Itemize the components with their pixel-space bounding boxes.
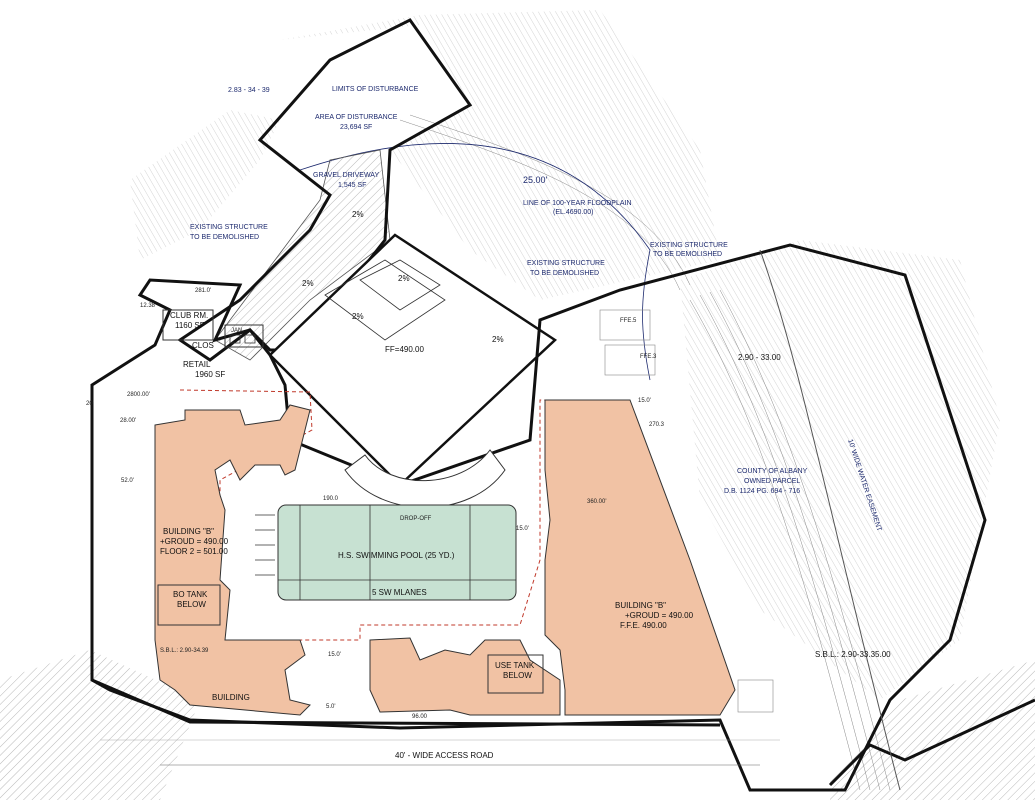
bo-tank-label-2: BELOW bbox=[177, 600, 206, 609]
slope-label-5: 2% bbox=[492, 335, 504, 344]
floodplain-label-1: LINE OF 100-YEAR FLOODPLAIN bbox=[523, 200, 632, 207]
building-b-left-label-3: FLOOR 2 = 501.00 bbox=[160, 547, 228, 556]
dim-520-label: 52.0' bbox=[121, 478, 134, 484]
area-sf-label: 23,694 SF bbox=[340, 124, 372, 131]
pool-label: H.S. SWIMMING POOL (25 YD.) bbox=[338, 551, 455, 560]
dim-1238-label: 12.38 bbox=[140, 303, 156, 309]
building-b-left-label-1: BUILDING "B" bbox=[163, 527, 214, 536]
club-label-2: 1160 SF bbox=[175, 321, 205, 330]
building-bottom-label: BUILDING bbox=[212, 693, 250, 702]
parking-box-2 bbox=[604, 344, 656, 376]
setback-line bbox=[179, 389, 630, 641]
retail-label: RETAIL bbox=[183, 360, 211, 369]
clos-label: CLOS bbox=[192, 341, 214, 350]
retail-sf-label: 1960 SF bbox=[195, 370, 225, 379]
swimming-pool bbox=[277, 504, 517, 601]
dim-25-label: 25.00' bbox=[523, 175, 548, 185]
building-b-left bbox=[154, 404, 311, 716]
ffe-5-label: FFE.5 bbox=[620, 318, 637, 324]
limits-label: LIMITS OF DISTURBANCE bbox=[332, 86, 419, 93]
lower-boundary bbox=[91, 678, 721, 727]
dim-2800-label: 2800.00' bbox=[127, 392, 150, 398]
club-label-1: CLUB RM. bbox=[170, 311, 208, 320]
slope-label-3: 2% bbox=[398, 274, 410, 283]
dim-150a-label: 15.0' bbox=[516, 526, 529, 532]
dim-3600-label: 360.00' bbox=[587, 499, 607, 505]
use-tank-label-1: USE TANK bbox=[495, 661, 535, 670]
building-b-right-label-3: F.F.E. 490.00 bbox=[620, 621, 667, 630]
county-label-1: COUNTY OF ALBANY bbox=[737, 468, 808, 475]
dim-150b-label: 15.0' bbox=[328, 652, 341, 658]
dim-9600-label: 96.00 bbox=[412, 714, 428, 720]
parking-box-3 bbox=[737, 679, 774, 713]
existing-left-label-1: EXISTING STRUCTURE bbox=[190, 224, 268, 231]
parking-box-1 bbox=[599, 309, 651, 341]
slope-label-4: 2% bbox=[352, 312, 364, 321]
building-b-right bbox=[544, 399, 736, 716]
slope-label-2: 2% bbox=[302, 279, 314, 288]
gravel-sf-label: 1,545 SF bbox=[338, 182, 366, 189]
ffe-3-label: FFE.3 bbox=[640, 354, 657, 360]
use-tank bbox=[487, 654, 544, 694]
existing-mid-label-2: TO BE DEMOLISHED bbox=[530, 270, 599, 277]
pool-lane-marks bbox=[255, 514, 275, 576]
area-label: AREA OF DISTURBANCE bbox=[315, 114, 398, 121]
sbl-left-label: S.B.L.: 2.90-34.39 bbox=[160, 648, 209, 654]
building-b-right-label-2: +GROUD = 490.00 bbox=[625, 611, 694, 620]
use-tank-label-2: BELOW bbox=[503, 671, 532, 680]
drop-off-arc bbox=[344, 449, 506, 508]
dim-150d-label: 15.0' bbox=[638, 398, 651, 404]
ff-label: FF=490.00 bbox=[385, 345, 424, 354]
janitor-room bbox=[224, 324, 264, 348]
county-label-2: OWNED PARCEL bbox=[744, 478, 800, 485]
jan-label: JAN. bbox=[231, 328, 244, 334]
drop-off-label: DROP-OFF bbox=[400, 516, 432, 522]
club-room-building bbox=[162, 309, 214, 341]
terrain-contours bbox=[0, 10, 1035, 800]
bo-tank-label-1: BO TANK bbox=[173, 590, 208, 599]
parcel-right-label: 2.90 - 33.00 bbox=[738, 353, 781, 362]
floodplain-label-2: (EL.4690.00) bbox=[553, 209, 593, 216]
floodplain-line bbox=[299, 143, 651, 381]
existing-right-label-2: TO BE DEMOLISHED bbox=[653, 251, 722, 258]
lanes-label: 5 SW MLANES bbox=[372, 588, 427, 597]
building-b-bottom bbox=[369, 637, 561, 716]
existing-mid-label-1: EXISTING STRUCTURE bbox=[527, 260, 605, 267]
building-b-right-label-1: BUILDING "B" bbox=[615, 601, 666, 610]
county-label-3: D.B. 1124 PG. 694 - 716 bbox=[724, 488, 800, 495]
bo-tank bbox=[157, 584, 221, 626]
dim-20-label: 20' bbox=[86, 401, 94, 407]
gravel-driveway bbox=[214, 149, 391, 361]
road-label: 40' - WIDE ACCESS ROAD bbox=[395, 751, 494, 760]
dim-28-label: 28.00' bbox=[120, 418, 136, 424]
slope-label-1: 2% bbox=[352, 210, 364, 219]
existing-right-label-1: EXISTING STRUCTURE bbox=[650, 242, 728, 249]
existing-left-label-2: TO BE DEMOLISHED bbox=[190, 234, 259, 241]
gravel-label: GRAVEL DRIVEWAY bbox=[313, 172, 379, 179]
easement-line bbox=[759, 249, 901, 791]
dim-281-label: 281.0' bbox=[195, 288, 211, 294]
sbl-right-label: S.B.L.: 2.90-33.35.00 bbox=[815, 650, 891, 659]
building-b-left-label-2: +GROUD = 490.00 bbox=[160, 537, 229, 546]
dim-50-label: 5.0' bbox=[326, 704, 336, 710]
dim-190-label: 190.0 bbox=[323, 496, 339, 502]
parcel-number-top-left: 2.83 - 34 - 39 bbox=[228, 87, 270, 94]
dim-270-label: 270.3 bbox=[649, 422, 665, 428]
